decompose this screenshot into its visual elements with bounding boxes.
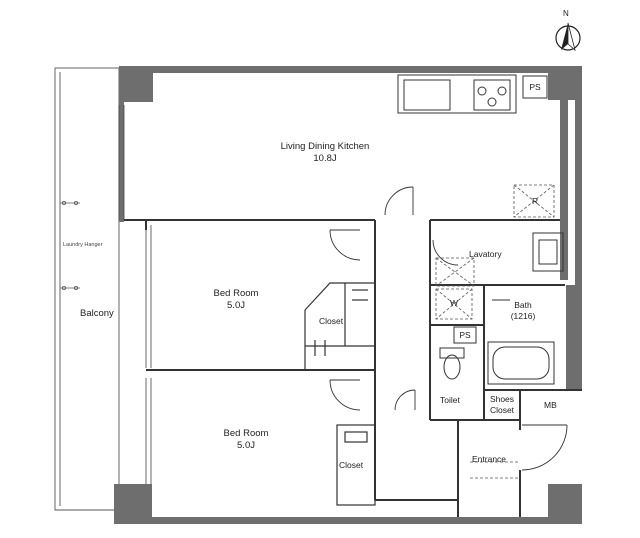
north-arrow-icon [555, 22, 581, 52]
room-bath-name: Bath [514, 300, 532, 310]
washer-label: W [450, 298, 459, 308]
bathtub [487, 299, 555, 385]
washer-space [435, 257, 475, 320]
room-bed2-name: Bed Room [223, 428, 269, 439]
room-closet1: Closet [319, 316, 344, 326]
room-ldk: Living Dining Kitchen 10.8J [260, 141, 390, 165]
room-ldk-size: 10.8J [313, 152, 337, 164]
closet-1-outline [304, 282, 375, 370]
room-lavatory: Lavatory [469, 249, 502, 259]
ps-box-mid [453, 326, 477, 344]
fridge-space [513, 184, 555, 218]
laundry-hanger-marks [60, 200, 80, 290]
room-bed2-size: 5.0J [237, 439, 255, 451]
ps-box-top [522, 75, 548, 99]
ps-mid-label: PS [459, 329, 471, 340]
room-bed1-size: 5.0J [227, 299, 245, 311]
fridge-label: R [532, 196, 539, 206]
room-ldk-name: Living Dining Kitchen [280, 141, 370, 152]
shoes-closet-line2: Closet [489, 404, 515, 415]
room-bed1: Bed Room 5.0J [196, 288, 276, 312]
room-toilet: Toilet [440, 395, 460, 405]
room-entrance: Entrance [472, 454, 507, 464]
room-balcony: Balcony [80, 308, 114, 319]
interior-walls [124, 219, 582, 517]
entrance-step [470, 461, 518, 479]
exterior-walls [114, 66, 582, 524]
room-bath: Bath (1216) [498, 300, 548, 321]
room-mb: MB [544, 400, 557, 410]
toilet-fixture [439, 347, 465, 380]
west-windows [118, 105, 152, 484]
room-shoes-closet: Shoes Closet [484, 394, 520, 415]
room-bath-size: (1216) [510, 310, 536, 321]
laundry-hanger-label: Laundry Hanger [63, 242, 103, 248]
ps-top-label: PS [529, 81, 541, 92]
room-bed2: Bed Room 5.0J [206, 428, 286, 452]
room-bed1-name: Bed Room [213, 288, 259, 299]
room-closet2: Closet [339, 460, 364, 470]
lavatory-fixtures [532, 232, 564, 272]
door-swings [329, 186, 568, 471]
compass-letter: N [563, 9, 569, 18]
shoes-closet-line1: Shoes [489, 394, 515, 404]
